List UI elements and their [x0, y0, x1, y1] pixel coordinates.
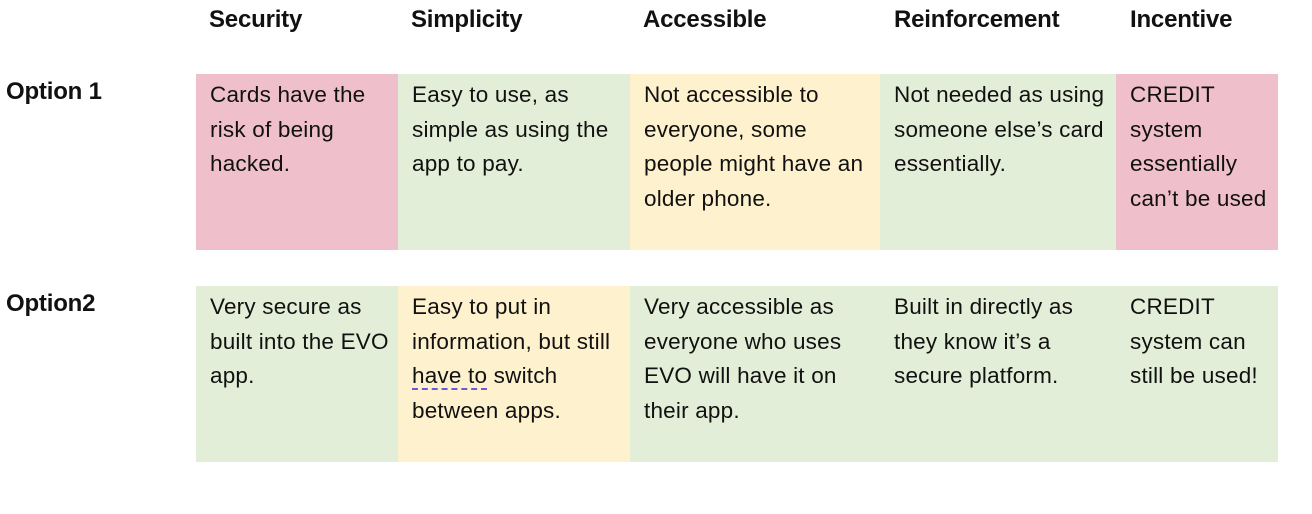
- cell-text: Very accessible as everyone who uses EVO…: [644, 294, 842, 423]
- cell-option1-simplicity: Easy to use, as simple as using the app …: [398, 74, 630, 250]
- cell-option1-accessible: Not accessible to everyone, some people …: [630, 74, 880, 250]
- cell-text: Not accessible to everyone, some people …: [644, 82, 864, 211]
- row-label-option-1: Option 1: [6, 78, 102, 105]
- cell-text-part: switch between apps.: [412, 363, 561, 423]
- cell-text: Very secure as built into the EVO app.: [210, 294, 389, 388]
- cell-option1-reinforcement: Not needed as using someone else’s card …: [880, 74, 1116, 250]
- column-header-incentive: Incentive: [1130, 6, 1233, 33]
- cell-text: Easy to use, as simple as using the app …: [412, 82, 609, 176]
- row-label-option-2: Option2: [6, 290, 96, 317]
- cell-option2-incentive: CREDIT system can still be used!: [1116, 286, 1278, 462]
- cell-text: Built in directly as they know it’s a se…: [894, 294, 1074, 388]
- cell-text: Easy to put in information, but still ha…: [412, 294, 610, 423]
- column-header-reinforcement: Reinforcement: [894, 6, 1060, 33]
- cell-option2-accessible: Very accessible as everyone who uses EVO…: [630, 286, 880, 462]
- spellcheck-underlined-text: have to: [412, 363, 488, 388]
- cell-option1-security: Cards have the risk of being hacked.: [196, 74, 398, 250]
- cell-option2-simplicity: Easy to put in information, but still ha…: [398, 286, 630, 462]
- column-header-accessible: Accessible: [643, 6, 767, 33]
- cell-option2-reinforcement: Built in directly as they know it’s a se…: [880, 286, 1116, 462]
- cell-text-part: Easy to put in information, but still: [412, 294, 611, 354]
- cell-option2-security: Very secure as built into the EVO app.: [196, 286, 398, 462]
- cell-text: CREDIT system can still be used!: [1130, 294, 1258, 388]
- cell-text: Cards have the risk of being hacked.: [210, 82, 366, 176]
- column-header-simplicity: Simplicity: [411, 6, 523, 33]
- cell-text: Not needed as using someone else’s card …: [894, 82, 1105, 176]
- cell-text: CREDIT system essentially can’t be used: [1130, 82, 1267, 211]
- column-header-security: Security: [209, 6, 303, 33]
- cell-option1-incentive: CREDIT system essentially can’t be used: [1116, 74, 1278, 250]
